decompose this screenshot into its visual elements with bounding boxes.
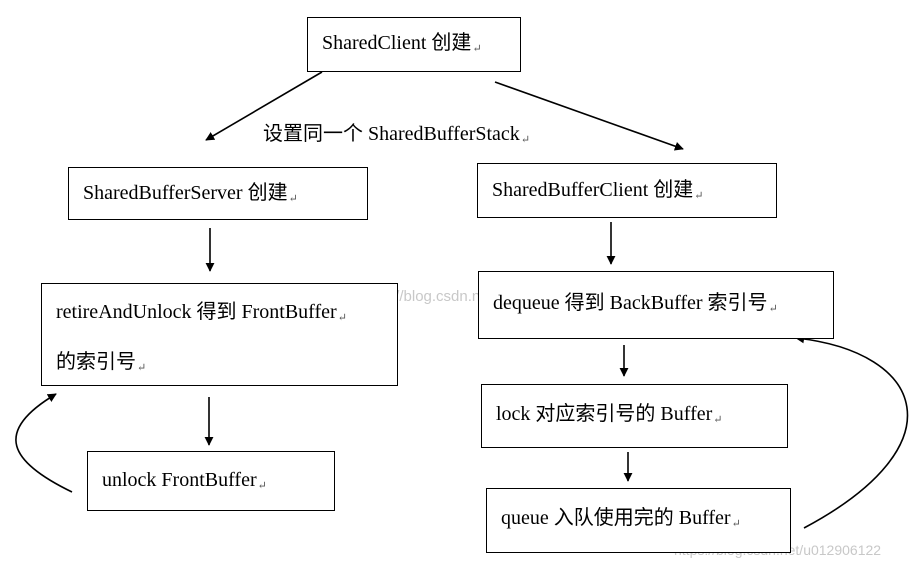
watermark-center: http://blog.csdn.net/: [366, 288, 497, 305]
node-server: SharedBufferServer 创建↵: [68, 167, 368, 220]
loop-queue-to-dequeue: [795, 334, 909, 529]
arrow-to-server: [205, 71, 323, 141]
node-unlock-label: unlock FrontBuffer: [102, 469, 257, 491]
node-client: SharedBufferClient 创建↵: [477, 163, 777, 218]
node-shared-client: SharedClient 创建↵: [307, 17, 521, 72]
node-queue: queue 入队使用完的 Buffer↵: [486, 488, 791, 553]
paragraph-mark: ↵: [731, 518, 741, 530]
paragraph-mark: ↵: [137, 362, 147, 374]
paragraph-mark: ↵: [288, 193, 298, 205]
edge-label-text: 设置同一个 SharedBufferStack: [263, 123, 520, 145]
node-lock: lock 对应索引号的 Buffer↵: [481, 384, 788, 448]
node-dequeue: dequeue 得到 BackBuffer 索引号↵: [478, 271, 834, 339]
node-retire-line2: 的索引号: [56, 351, 136, 373]
node-server-label: SharedBufferServer 创建: [83, 182, 288, 204]
paragraph-mark: ↵: [257, 480, 267, 492]
paragraph-mark: ↵: [520, 134, 531, 146]
node-client-label: SharedBufferClient 创建: [492, 179, 694, 201]
node-retire: retireAndUnlock 得到 FrontBuffer↵ 的索引号↵: [41, 283, 398, 386]
node-lock-label: lock 对应索引号的 Buffer: [496, 403, 713, 425]
paragraph-mark: ↵: [694, 190, 704, 202]
node-queue-label: queue 入队使用完的 Buffer: [501, 507, 731, 529]
node-retire-line1: retireAndUnlock 得到 FrontBuffer: [56, 301, 337, 323]
paragraph-mark: ↵: [472, 43, 482, 55]
paragraph-mark: ↵: [337, 312, 347, 324]
loop-unlock-to-retire: [15, 393, 73, 493]
node-shared-client-label: SharedClient 创建: [322, 32, 472, 54]
node-unlock: unlock FrontBuffer↵: [87, 451, 335, 511]
arrow-to-client: [494, 81, 684, 151]
paragraph-mark: ↵: [768, 303, 778, 315]
node-dequeue-label: dequeue 得到 BackBuffer 索引号: [493, 292, 768, 314]
edge-label: 设置同一个 SharedBufferStack↵: [263, 117, 530, 146]
paragraph-mark: ↵: [713, 414, 723, 426]
